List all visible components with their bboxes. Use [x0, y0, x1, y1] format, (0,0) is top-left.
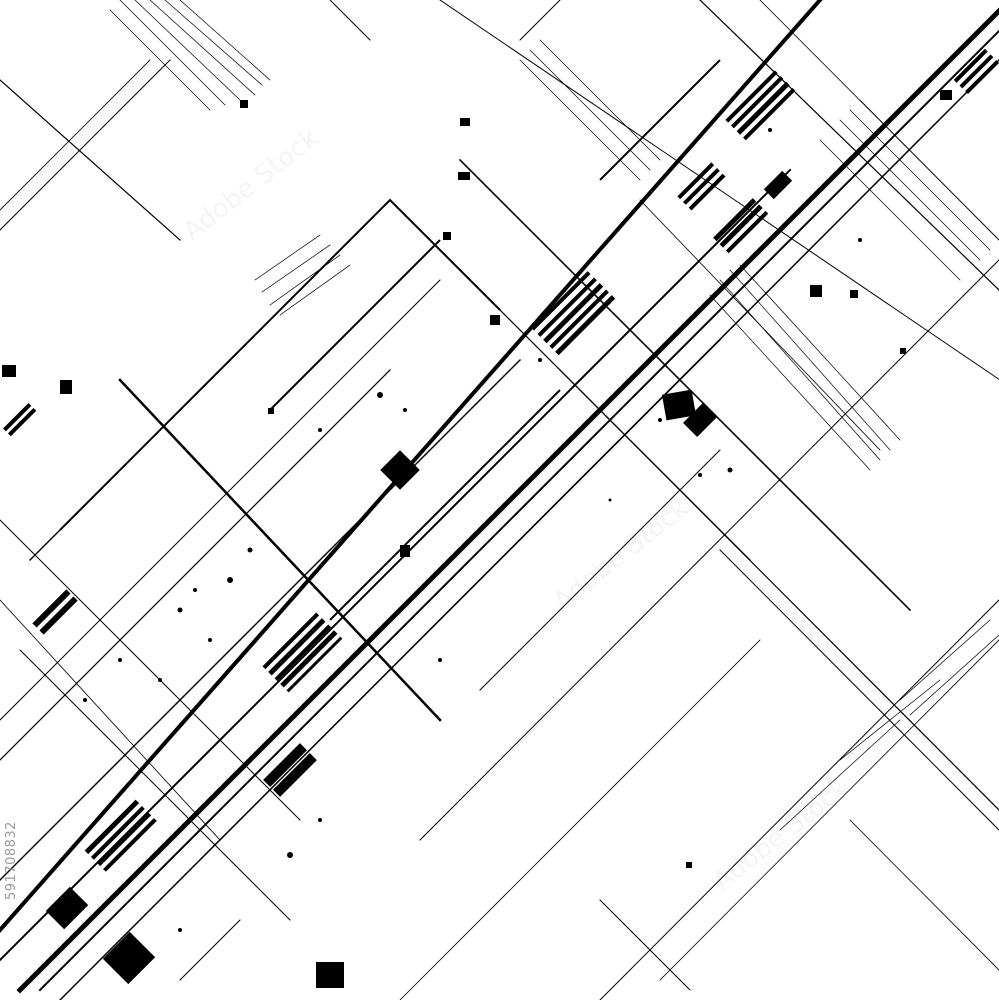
frame-outlines — [59, 59, 721, 621]
speckle-noise — [83, 128, 862, 932]
stock-id-watermark: 591708832 — [4, 821, 19, 900]
barcode-blocks — [2, 48, 999, 988]
diagonal-bar-main — [16, 7, 999, 994]
